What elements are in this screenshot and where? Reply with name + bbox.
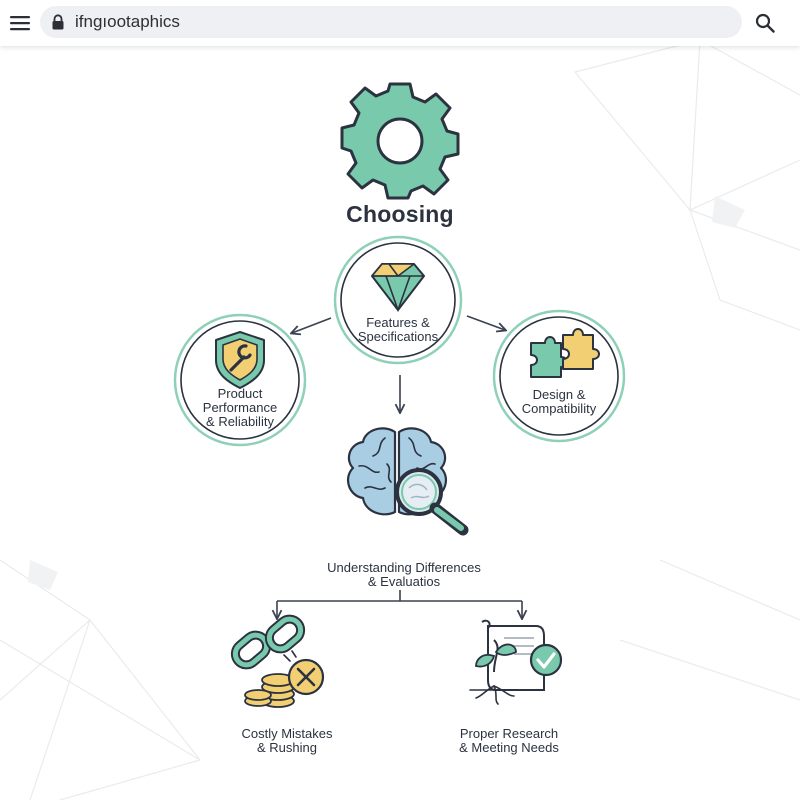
browser-toolbar: ifngıootaphics <box>0 0 800 46</box>
menu-button[interactable] <box>6 9 34 37</box>
diagram-title: Choosing <box>346 201 454 227</box>
gear-icon <box>340 82 460 200</box>
search-icon <box>755 13 775 33</box>
lock-icon <box>52 14 64 30</box>
search-button[interactable] <box>751 9 779 37</box>
product-performance-label: Product Performance & Reliability <box>202 386 278 429</box>
proper-research-label: Proper Research & Meeting Needs <box>459 726 559 755</box>
design-compatibility-label: Design & Compatibility <box>521 387 597 416</box>
hamburger-menu-icon <box>10 16 30 31</box>
brain-magnifier-icon <box>346 427 469 536</box>
shield-wrench-icon <box>215 331 265 389</box>
puzzle-icon <box>530 328 600 378</box>
costly-mistakes-label: Costly Mistakes & Rushing <box>241 726 333 755</box>
url-text[interactable]: ifngıootaphics <box>75 12 180 31</box>
features-specifications-label: Features & Specifications <box>357 315 439 344</box>
diamond-icon <box>371 263 425 313</box>
plant-document-check-icon <box>469 619 563 705</box>
understanding-differences-label: Understanding Differences & Evaluatios <box>327 560 481 589</box>
broken-chain-coins-icon <box>230 614 325 708</box>
address-bar[interactable]: ifngıootaphics <box>40 6 742 38</box>
